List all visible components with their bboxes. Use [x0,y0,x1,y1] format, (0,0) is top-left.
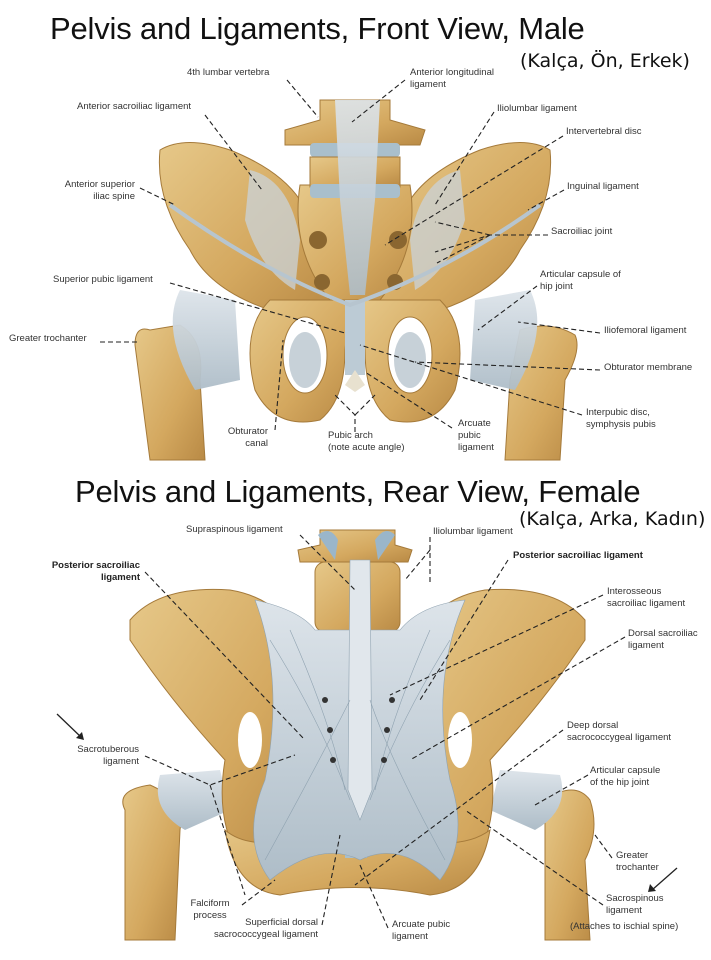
front-subtitle: (Kalça, Ön, Erkek) [520,50,690,72]
rear-title: Pelvis and Ligaments, Rear View, Female [75,474,641,509]
label-line: Dorsal sacroiliac [628,628,698,639]
label-posterior-sacroiliac-ligament: Posterior sacroiliac ligament [513,550,643,561]
label-line: Superficial dorsal [245,917,318,928]
label-iliolumbar-ligament: Iliolumbar ligament [433,526,513,537]
label-line: sacroiliac ligament [607,598,686,609]
label-pubic-arch: Pubic arch(note acute angle) [328,430,405,454]
label-line: symphysis pubis [586,419,656,430]
label-intervertebral-disc: Intervertebral disc [566,126,642,137]
label-superior-pubic-ligament: Superior pubic ligament [53,274,153,285]
label-line: Articular capsule of [540,269,621,280]
label-line: sacrococcygeal ligament [567,732,672,743]
label-line: trochanter [616,862,659,873]
label-line: hip joint [540,281,573,292]
front-leader-lines [100,79,601,432]
front-pelvis-drawing [134,99,578,461]
arrow-icon [56,713,83,739]
label-interpubic-disc: Interpubic disc,symphysis pubis [586,407,656,431]
rear-pelvis-drawing [122,529,595,941]
label-iliofemoral-ligament: Iliofemoral ligament [604,325,687,336]
label-line: Anterior superior [64,179,135,190]
label-line: sacrococcygeal ligament [213,929,318,940]
label-line: Falciform [190,898,230,909]
label-iliolumbar-ligament: Iliolumbar ligament [497,103,577,114]
label-sacroiliac-joint: Sacroiliac joint [551,226,613,237]
label-line: Pubic arch [328,430,373,441]
label-line: Arcuate pubic [392,919,451,930]
label-inguinal-ligament: Inguinal ligament [567,181,639,192]
label-line: Sacrotuberous [77,744,139,755]
front-title: Pelvis and Ligaments, Front View, Male [50,11,585,46]
label-greater-trochanter: Greater trochanter [9,333,87,344]
label-4th-lumbar-vertebra: 4th lumbar vertebra [187,67,270,78]
label-obturator-membrane: Obturator membrane [604,362,693,373]
label-line: ligament [606,905,642,916]
rear-leader-lines [56,534,678,929]
label-ischial-spine-note: (Attaches to ischial spine) [570,921,679,932]
label-line: pubic [458,430,481,441]
label-line: Anterior longitudinal [410,67,494,78]
label-line: ligament [458,442,494,453]
label-line: ligament [392,931,428,942]
label-anterior-sacroiliac-ligament: Anterior sacroiliac ligament [77,101,192,112]
label-line: (note acute angle) [328,442,405,453]
label-line: canal [245,438,268,449]
label-line: Sacrospinous [606,893,664,904]
label-line: Obturator [227,426,268,437]
label-line: process [193,910,227,921]
label-line: iliac spine [93,191,135,202]
label-line: Greater [616,850,649,861]
label-line: ligament [100,572,140,583]
label-line: of the hip joint [590,777,650,788]
label-line: Articular capsule [590,765,661,776]
label-line: ligament [103,756,139,767]
label-line: Arcuate [458,418,491,429]
label-line: ligament [410,79,446,90]
label-line: Deep dorsal [567,720,619,731]
label-line: Posterior sacroiliac [51,560,140,571]
label-line: ligament [628,640,664,651]
label-line: Interosseous [607,586,662,597]
arrow-icon [651,867,678,891]
label-line: Interpubic disc, [586,407,650,418]
rear-subtitle: (Kalça, Arka, Kadın) [519,508,706,530]
label-supraspinous-ligament: Supraspinous ligament [186,524,283,535]
